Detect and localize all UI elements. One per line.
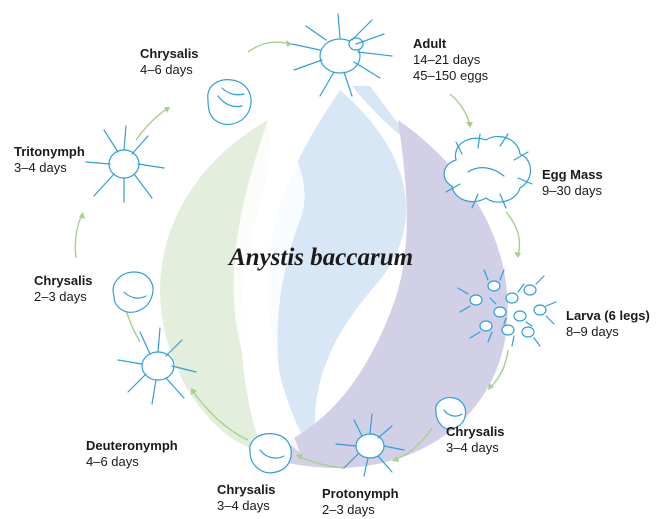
label-deuteronymph: Deuteronymph 4–6 days [86, 438, 178, 470]
stage-name: Larva (6 legs) [566, 308, 650, 324]
stage-name: Adult [413, 36, 488, 52]
stage-duration: 3–4 days [217, 498, 276, 514]
stage-name: Chrysalis [446, 424, 505, 440]
arrow-chrysalis-to-adult [248, 42, 290, 52]
egg-mass-icon [444, 134, 532, 208]
adult-mite-icon [292, 14, 392, 96]
chrysalis-icon-bottom [250, 434, 291, 473]
stage-duration: 3–4 days [14, 160, 85, 176]
stage-duration: 4–6 days [140, 62, 199, 78]
stage-duration: 14–21 days [413, 52, 488, 68]
stage-name: Deuteronymph [86, 438, 178, 454]
stage-eggs: 45–150 eggs [413, 68, 488, 84]
tritonymph-mite-icon [86, 126, 164, 202]
arrow-head-1 [286, 40, 292, 47]
stage-duration: 8–9 days [566, 324, 650, 340]
stage-name: Chrysalis [34, 273, 93, 289]
arrow-tritonymph-to-chrysalis [136, 108, 168, 140]
label-chrysalis-top: Chrysalis 4–6 days [140, 46, 199, 78]
label-chrysalis-right: Chrysalis 3–4 days [446, 424, 505, 456]
arrow-adult-to-eggmass [450, 94, 470, 126]
stage-duration: 3–4 days [446, 440, 505, 456]
stage-duration: 9–30 days [542, 183, 603, 199]
chrysalis-icon-top [208, 80, 251, 125]
label-egg-mass: Egg Mass 9–30 days [542, 167, 603, 199]
stage-duration: 2–3 days [322, 502, 399, 518]
label-tritonymph: Tritonymph 3–4 days [14, 144, 85, 176]
arrow-head-2 [466, 122, 473, 128]
arrow-eggmass-to-larva [506, 212, 520, 256]
chrysalis-icon-left [113, 272, 153, 312]
label-protonymph: Protonymph 2–3 days [322, 486, 399, 518]
label-adult: Adult 14–21 days 45–150 eggs [413, 36, 488, 84]
label-larva: Larva (6 legs) 8–9 days [566, 308, 650, 340]
arrow-chrysalis-to-tritonymph [75, 214, 82, 258]
label-chrysalis-left: Chrysalis 2–3 days [34, 273, 93, 305]
stage-duration: 2–3 days [34, 289, 93, 305]
species-title: Anystis baccarum [229, 244, 413, 272]
stage-name: Chrysalis [140, 46, 199, 62]
arrow-head-3 [514, 252, 521, 258]
stage-name: Tritonymph [14, 144, 85, 160]
stage-duration: 4–6 days [86, 454, 178, 470]
label-chrysalis-bottom: Chrysalis 3–4 days [217, 482, 276, 514]
stage-name: Protonymph [322, 486, 399, 502]
stage-name: Egg Mass [542, 167, 603, 183]
stage-name: Chrysalis [217, 482, 276, 498]
